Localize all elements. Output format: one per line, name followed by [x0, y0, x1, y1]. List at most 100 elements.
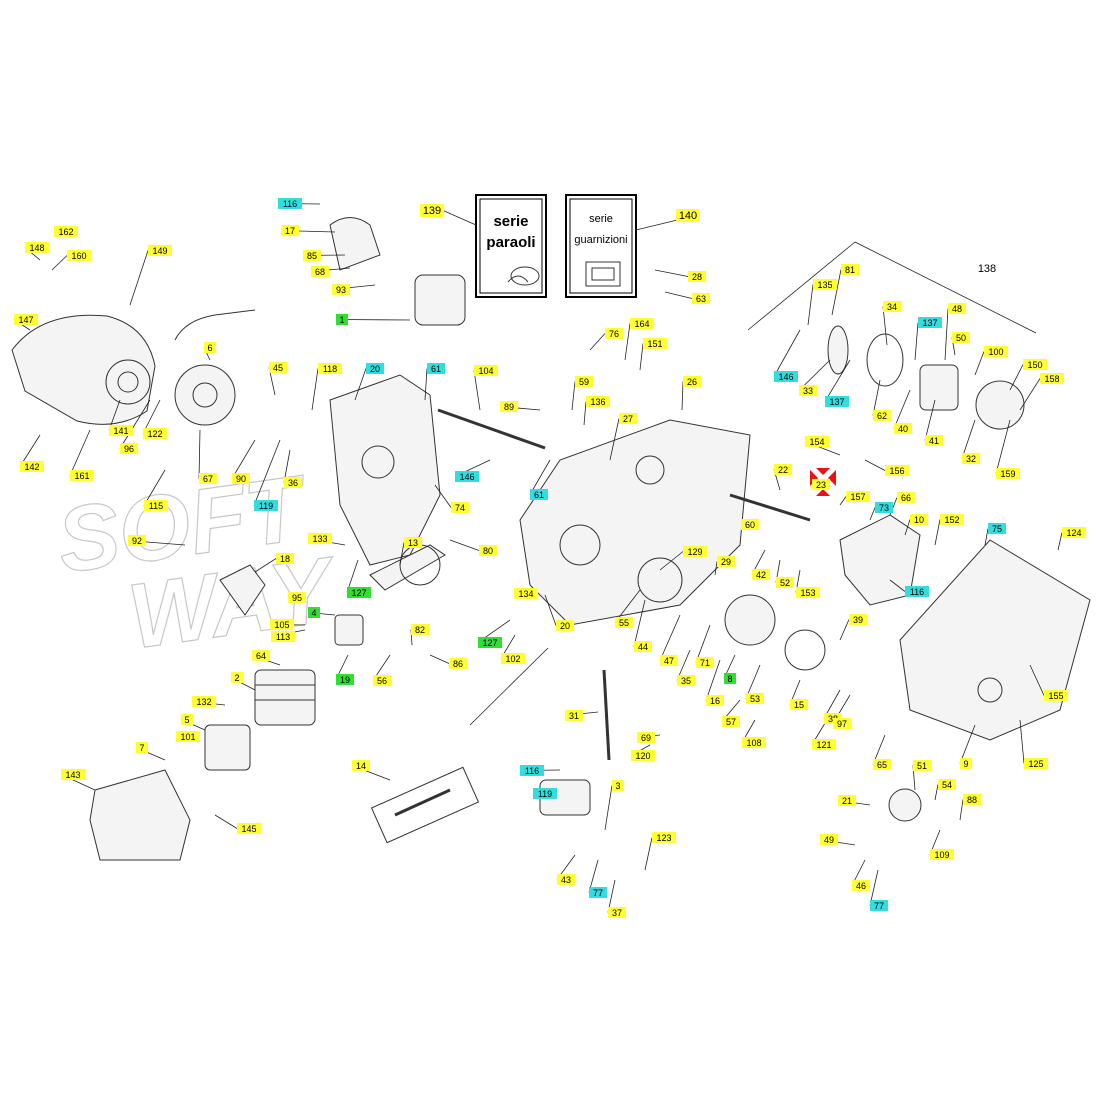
- callout-149: 149: [148, 245, 172, 256]
- callout-box: [556, 620, 574, 631]
- callout-82: 82: [411, 624, 429, 635]
- callout-leader: [354, 368, 367, 401]
- callout-box: [812, 479, 830, 490]
- callout-7: 7: [136, 742, 148, 753]
- callout-127: 127: [347, 587, 371, 598]
- callout-leader: [959, 724, 976, 764]
- callout-number: 121: [816, 740, 831, 750]
- callout-box: [404, 537, 422, 548]
- callout-box: [619, 413, 637, 424]
- callout-63: 63: [692, 293, 710, 304]
- piston: [334, 614, 364, 646]
- transfer-leader: [469, 647, 549, 726]
- callout-number: 100: [988, 347, 1003, 357]
- callout-box: [838, 795, 856, 806]
- callout-leader: [335, 319, 411, 321]
- callout-number: 16: [710, 696, 720, 706]
- callout-68: 68: [311, 266, 329, 277]
- primary-shaft: [729, 493, 811, 522]
- callout-box: [960, 758, 972, 769]
- callout-122: 122: [143, 428, 167, 439]
- callout-number: 3: [615, 781, 620, 791]
- cylinder-head: [204, 724, 251, 771]
- callout-44: 44: [634, 641, 652, 652]
- kit-callout-140: 140: [676, 209, 700, 222]
- callout-104: 104: [474, 365, 498, 376]
- callout-105: 105: [270, 619, 294, 630]
- callout-box: [347, 587, 371, 598]
- callout-box: [696, 657, 714, 668]
- callout-number: 82: [415, 625, 425, 635]
- callout-number: 115: [149, 501, 163, 511]
- callout-137: 137: [825, 396, 849, 407]
- kit-number: 140: [679, 210, 697, 222]
- callout-132: 132: [192, 696, 216, 707]
- callout-88: 88: [963, 794, 981, 805]
- callout-141: 141: [109, 425, 133, 436]
- callout-116: 116: [520, 765, 544, 776]
- callout-leader: [253, 439, 281, 506]
- callout-33: 33: [799, 385, 817, 396]
- callout-21: 21: [838, 795, 856, 806]
- callout-10: 10: [910, 514, 928, 525]
- callout-box: [615, 617, 633, 628]
- callout-number: 119: [259, 501, 273, 511]
- drive-face: [784, 629, 826, 671]
- callout-number: 93: [336, 285, 346, 295]
- callout-box: [688, 271, 706, 282]
- callout-number: 123: [656, 833, 671, 843]
- callout-number: 152: [944, 515, 959, 525]
- callout-leader: [254, 558, 277, 573]
- callout-number: 6: [207, 343, 212, 353]
- callout-box: [894, 423, 912, 434]
- clutch-plate: [866, 333, 904, 387]
- clutch-face: [827, 325, 849, 375]
- callout-leader: [624, 323, 631, 361]
- callout-48: 48: [948, 303, 966, 314]
- left-crankcase: [329, 374, 441, 566]
- callout-leader: [604, 785, 613, 831]
- callout-number: 137: [829, 397, 844, 407]
- callout-leader: [831, 269, 842, 316]
- callout-number: 67: [203, 474, 213, 484]
- callout-number: 44: [638, 642, 648, 652]
- callout-number: 1: [339, 315, 344, 325]
- callout-8: 8: [724, 673, 736, 684]
- callout-box: [308, 533, 332, 544]
- callout-leader: [424, 368, 428, 401]
- callout-leader: [659, 614, 681, 661]
- callout-number: 63: [696, 294, 706, 304]
- callout-box: [303, 250, 321, 261]
- callout-76: 76: [605, 328, 623, 339]
- callout-number: 89: [504, 402, 514, 412]
- callout-14: 14: [352, 760, 370, 771]
- callout-number: 134: [518, 589, 533, 599]
- callout-number: 45: [273, 363, 283, 373]
- callout-133: 133: [308, 533, 332, 544]
- callout-20: 20: [366, 363, 384, 374]
- callout-box: [774, 464, 792, 475]
- callout-box: [683, 546, 707, 557]
- callout-number: 52: [780, 578, 790, 588]
- callout-129: 129: [683, 546, 707, 557]
- callout-box: [885, 465, 909, 476]
- callout-number: 61: [534, 490, 544, 500]
- callout-67: 67: [199, 473, 217, 484]
- callout-leader: [1009, 364, 1024, 391]
- callout-box: [883, 301, 901, 312]
- callout-101: 101: [176, 731, 200, 742]
- callout-124: 124: [1062, 527, 1086, 538]
- callout-box: [352, 760, 370, 771]
- callout-box: [479, 545, 497, 556]
- callout-69: 69: [637, 732, 655, 743]
- connecting-rod: [394, 788, 451, 817]
- callout-box: [930, 849, 954, 860]
- callout-134: 134: [514, 588, 538, 599]
- callout-box: [790, 699, 808, 710]
- kit-leader: [441, 209, 477, 226]
- callout-leader: [893, 389, 911, 429]
- callout-number: 22: [778, 465, 788, 475]
- callout-leader: [544, 594, 557, 626]
- callout-number: 48: [952, 304, 962, 314]
- callout-55: 55: [615, 617, 633, 628]
